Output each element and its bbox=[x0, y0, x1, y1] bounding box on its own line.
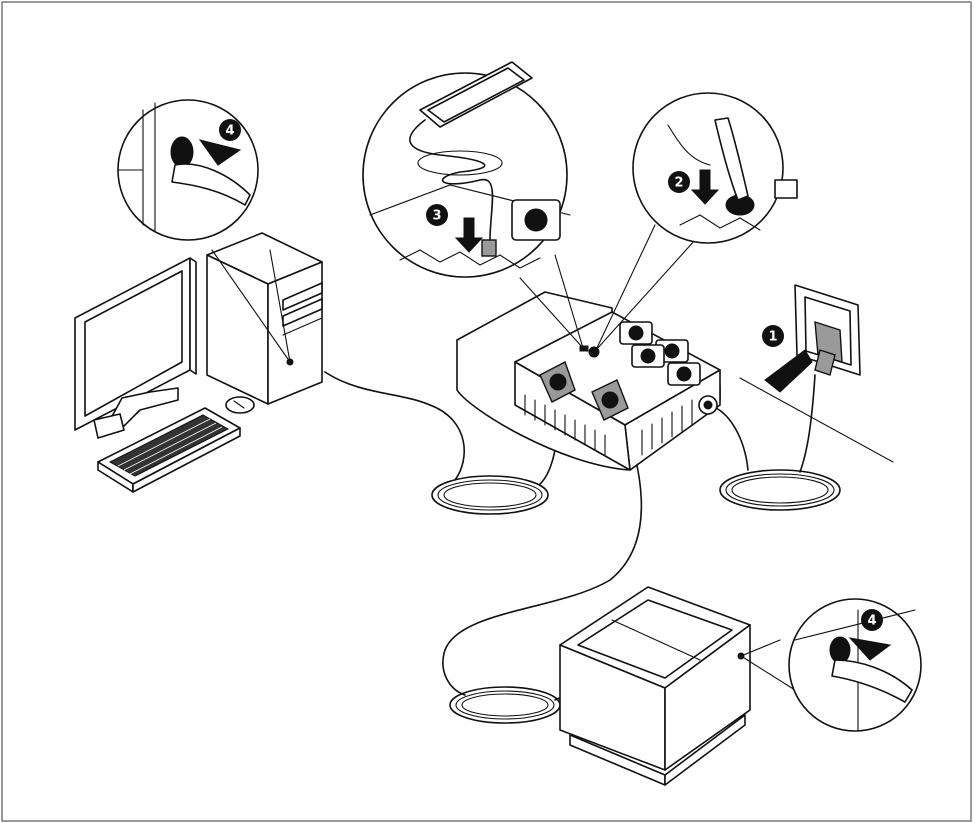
mouse bbox=[225, 396, 255, 414]
printer bbox=[559, 586, 751, 786]
step-badge-3: 3 bbox=[426, 204, 448, 226]
detail-ups-power-button bbox=[632, 92, 798, 244]
smartphone bbox=[419, 61, 533, 128]
arrow-press-icon bbox=[198, 139, 242, 166]
plug-computer bbox=[539, 361, 576, 403]
ups-input-cable-coil bbox=[719, 469, 841, 511]
detail-computer-power bbox=[117, 99, 259, 241]
keyboard bbox=[97, 407, 241, 493]
svg-text:4: 4 bbox=[225, 124, 234, 139]
ups-input-socket bbox=[698, 395, 718, 415]
ups-power-strip bbox=[456, 291, 721, 471]
plug-printer bbox=[591, 379, 629, 421]
wall-floor-line bbox=[739, 377, 894, 463]
computer-cable-coil bbox=[431, 475, 549, 515]
detail-printer-power bbox=[788, 598, 922, 732]
usb-outlets bbox=[511, 199, 561, 241]
step-badge-4-computer: 4 bbox=[219, 119, 241, 141]
wall-plug-cable bbox=[799, 374, 816, 473]
step-badge-2: 2 bbox=[668, 171, 690, 193]
step-badge-4-printer: 4 bbox=[861, 609, 883, 631]
arrow-down-icon bbox=[454, 217, 484, 253]
svg-text:3: 3 bbox=[432, 209, 441, 224]
svg-text:2: 2 bbox=[674, 176, 683, 191]
callout-lines bbox=[211, 224, 796, 691]
computer-tower bbox=[206, 232, 323, 405]
arrow-down-icon bbox=[690, 169, 720, 205]
ups-input-cable bbox=[707, 404, 749, 471]
svg-text:1: 1 bbox=[768, 330, 777, 345]
svg-text:4: 4 bbox=[867, 614, 876, 629]
monitor bbox=[74, 257, 197, 439]
printer-power-cable bbox=[442, 411, 643, 696]
computer-power-cable bbox=[324, 371, 466, 481]
arrow-press-icon bbox=[848, 637, 892, 661]
ups-outlets bbox=[619, 321, 701, 386]
arrow-plug-in-icon bbox=[764, 349, 813, 393]
ups-usb-port bbox=[579, 345, 589, 352]
printer-cable-coil bbox=[449, 686, 561, 724]
detail-usb-charging bbox=[362, 61, 571, 278]
step-badge-1: 1 bbox=[762, 325, 784, 347]
wall-socket bbox=[794, 284, 861, 376]
